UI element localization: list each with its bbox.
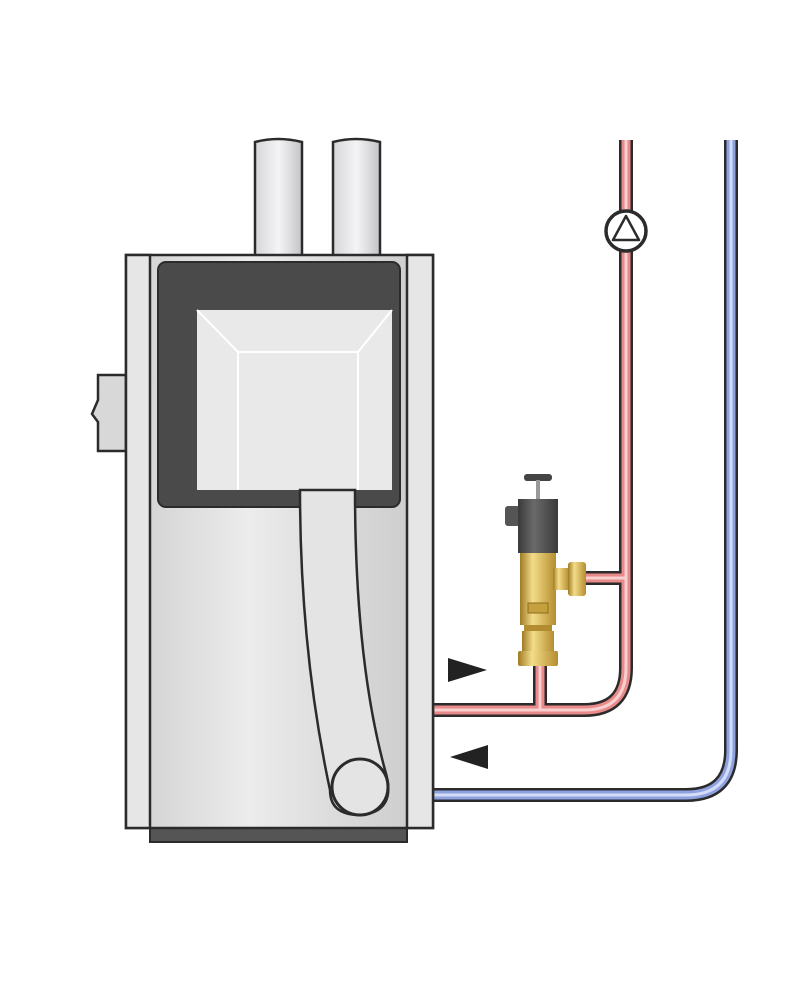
heat-exchanger: [197, 310, 392, 490]
flow-pipe: [433, 140, 633, 717]
flue-pipe-left: [253, 137, 304, 258]
boiler: [90, 253, 435, 843]
safety-valve: [505, 474, 586, 666]
circulation-pump: [604, 209, 648, 253]
pump-triangle-icon: [611, 214, 641, 242]
return-direction-arrow-icon: [450, 745, 488, 769]
flow-direction-arrow-icon: [448, 658, 487, 682]
boiler-handle: [90, 373, 128, 453]
flue-pipe-right: [331, 137, 382, 258]
return-pipe: [433, 140, 738, 802]
flue-pipes: [253, 137, 382, 258]
